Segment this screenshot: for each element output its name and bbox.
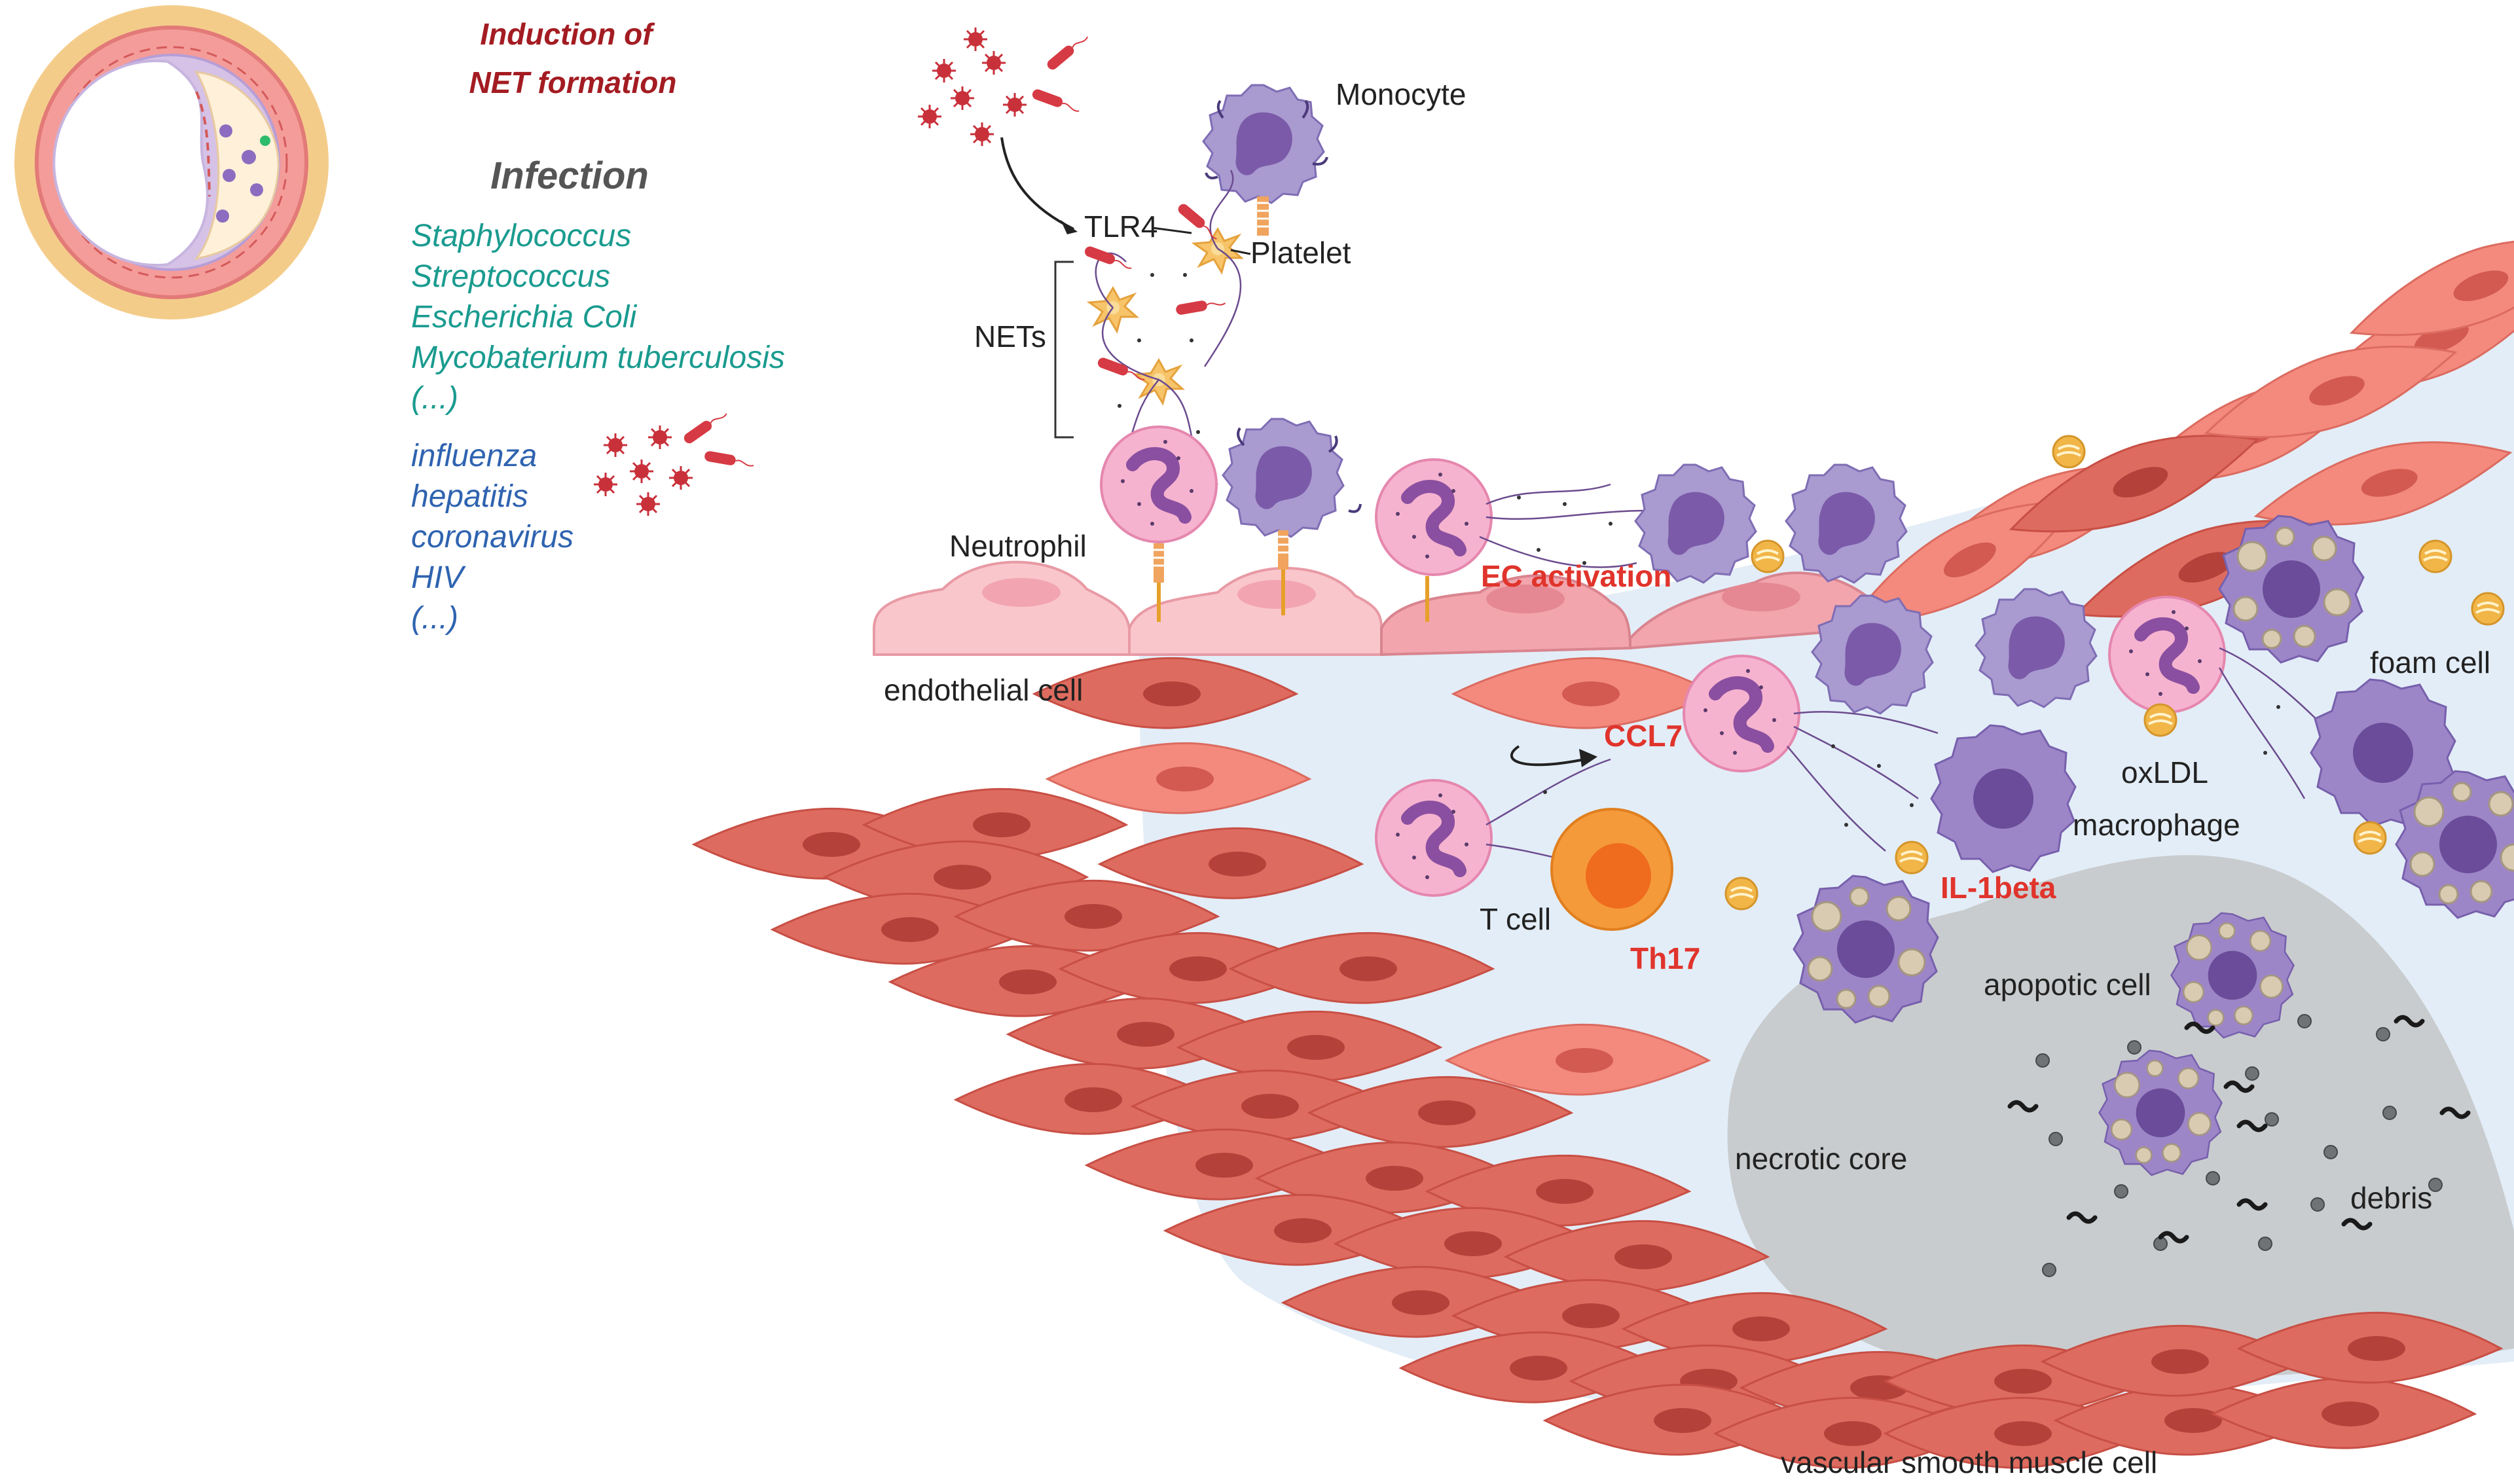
pathogen-cluster-top (917, 26, 1227, 384)
pathogen-arrow (1000, 137, 1074, 230)
ec-activation-label: EC activation (1481, 559, 1671, 593)
ccl7-arrowhead (1579, 749, 1597, 767)
neutrophil-adherent (1101, 427, 1216, 622)
necrotic-core-label: necrotic core (1735, 1142, 1907, 1176)
bacteria-item: Streptococcus (411, 259, 610, 294)
diagram-title-line2: NET formation (469, 65, 677, 100)
vsmc-label: vascular smooth muscle cell (1781, 1445, 2157, 1479)
ccl7-label: CCL7 (1604, 719, 1683, 753)
tlr4-label: TLR4 (1084, 209, 1157, 244)
neutrophil-label: Neutrophil (949, 529, 1087, 563)
virus-item: HIV (411, 560, 466, 595)
apopotic-cell-label: apopotic cell (1984, 968, 2151, 1002)
debris (2035, 1014, 2443, 1277)
macrophage-label: macrophage (2073, 808, 2240, 842)
platelet-pointer (1230, 249, 1251, 255)
nets-bracket (1054, 261, 1074, 439)
platelets (1088, 170, 1243, 486)
pathogen-arrowhead (1061, 220, 1078, 234)
virus-item: influenza (411, 439, 537, 473)
pathogen-cluster-left (592, 407, 756, 517)
nets-label: NETs (974, 319, 1046, 353)
th17-label: Th17 (1630, 941, 1700, 975)
virus-item: hepatitis (411, 479, 528, 514)
endothelial-cell-label: endothelial cell (884, 673, 1083, 707)
diagram-title-line1: Induction of (480, 17, 655, 51)
il1beta-label: IL-1beta (1940, 871, 2056, 905)
debris-label: debris (2350, 1181, 2432, 1215)
bacteria-item: Escherichia Coli (411, 300, 637, 335)
virus-item: (...) (411, 601, 458, 636)
bacteria-item: Staphylococcus (411, 219, 631, 253)
endothelial-layer (873, 560, 1874, 657)
top-monocyte (1202, 84, 1328, 236)
artery-cross-section-icon (14, 5, 329, 319)
virus-item: coronavirus (411, 520, 574, 554)
oxldl-label: oxLDL (2121, 755, 2208, 789)
neutrophils-intima (1376, 597, 2344, 896)
dna-fragments (2007, 1015, 2471, 1244)
infection-heading: Infection (490, 154, 649, 197)
neutrophil-ec (1376, 460, 1650, 622)
bacteria-item: (...) (411, 381, 458, 416)
foam-cell-label: foam cell (2370, 645, 2490, 679)
platelet-label: Platelet (1250, 236, 1351, 270)
monocyte-label: Monocyte (1336, 77, 1466, 111)
bacteria-item: Mycobaterium tuberculosis (411, 340, 785, 375)
monocyte-adherent (1222, 418, 1362, 615)
tlr4-pointer (1152, 226, 1192, 234)
t-cell (1550, 808, 1673, 931)
ccl7-arrow (1510, 745, 1585, 767)
t-cell-label: T cell (1480, 902, 1551, 936)
